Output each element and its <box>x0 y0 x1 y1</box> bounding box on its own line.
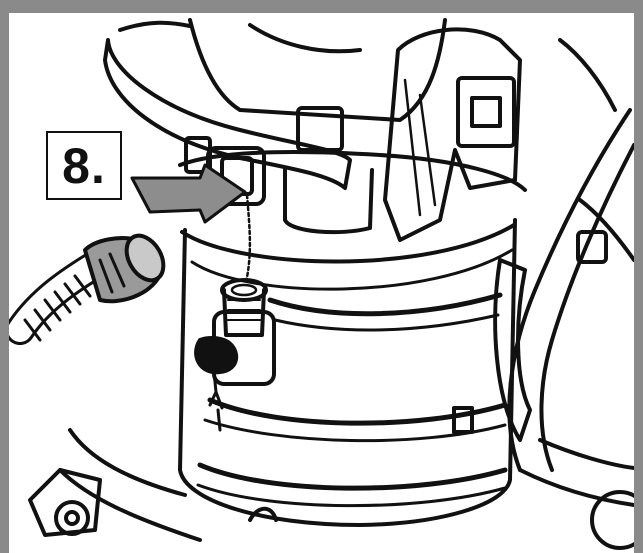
drum-upper-ring <box>180 223 516 264</box>
front-foot <box>248 506 278 522</box>
drain-plug-inner <box>230 283 258 297</box>
drain-cap <box>194 336 239 375</box>
drain-neck <box>222 288 266 337</box>
motor-head-outline <box>188 18 447 122</box>
drum-band-2 <box>273 313 500 332</box>
drum-band-1 <box>267 292 503 317</box>
trolley-bracket <box>576 230 608 264</box>
drum-band-6 <box>196 483 507 508</box>
step-number-box: 8. <box>46 131 122 200</box>
step-number: 8. <box>62 137 106 194</box>
hose-cuff-grooves <box>98 252 126 294</box>
trolley-arm <box>578 198 634 262</box>
base-rail <box>68 428 187 497</box>
hose-ribs <box>23 274 92 342</box>
handle-top <box>118 20 192 32</box>
rear-wheel <box>590 490 634 550</box>
drum-body <box>178 218 517 527</box>
trolley-upright <box>493 258 532 442</box>
drum-label <box>452 406 474 434</box>
bag-clip <box>456 76 516 148</box>
bag-clip-window <box>470 96 502 128</box>
front-panel <box>283 168 374 235</box>
base-rail-lower <box>58 468 202 542</box>
arrow-right-icon <box>130 163 247 224</box>
suction-hose-icon <box>124 233 166 283</box>
vacuum-illustration <box>9 18 634 550</box>
carry-handle <box>103 38 352 190</box>
drain-threads <box>227 299 261 321</box>
head-recess <box>248 23 362 54</box>
caster-hub <box>64 510 80 526</box>
filter-bag <box>383 27 522 242</box>
cap-strap <box>208 370 224 432</box>
drum-band-5 <box>197 462 508 491</box>
trolley-top-bar <box>558 38 617 112</box>
trolley-bar-2 <box>539 143 634 472</box>
trolley-bar-1 <box>507 108 632 472</box>
trolley-base-inner <box>538 438 634 470</box>
caster-housing <box>28 468 102 537</box>
drum-band-3 <box>207 397 508 426</box>
trolley-base <box>518 468 634 507</box>
drain-plug-icon <box>220 278 268 302</box>
drum-ring-1 <box>190 248 514 291</box>
container-rim <box>178 150 527 192</box>
cap-chain <box>244 193 252 284</box>
bag-folds <box>403 78 437 217</box>
caster-wheel <box>54 500 90 536</box>
